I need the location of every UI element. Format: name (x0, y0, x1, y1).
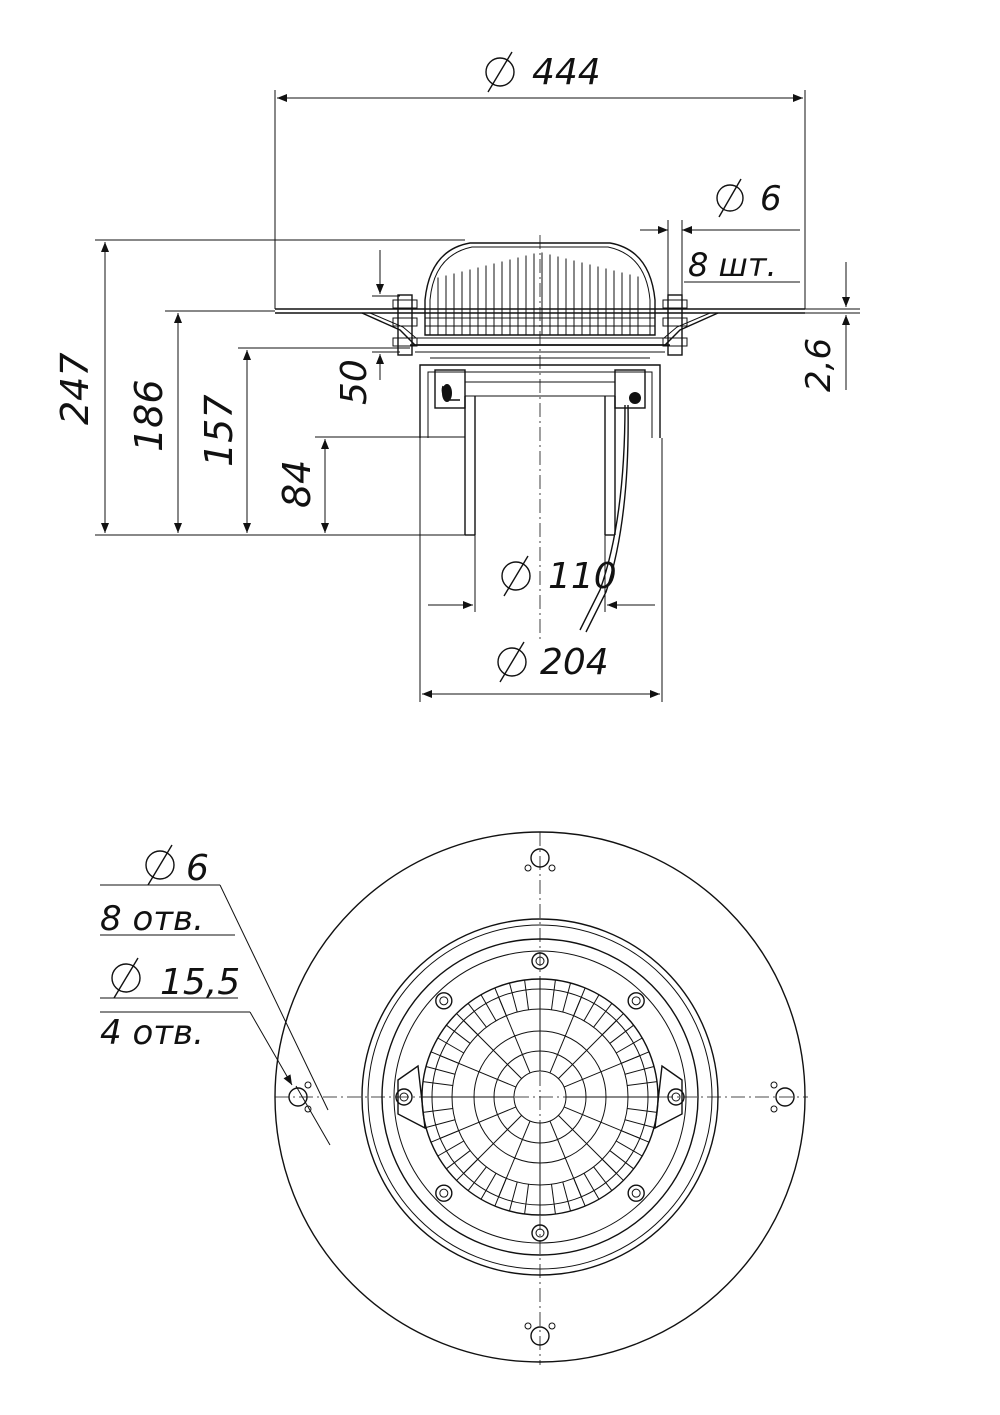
dim-186: 186 (127, 310, 275, 533)
plan-bolt (531, 952, 549, 970)
dim-bolt-hole-top-label: 6 (760, 179, 782, 219)
diameter-symbol (716, 178, 744, 218)
diameter-symbol (145, 844, 175, 886)
diameter-symbol (111, 957, 141, 999)
plan-bolt (627, 992, 645, 1010)
drain-body (419, 364, 661, 438)
dim-bolt-hole-top: 6 8 шт. (640, 178, 800, 300)
dim-186-label: 186 (127, 379, 171, 452)
plan-flange-outer (274, 831, 806, 1363)
plan-bolt (667, 1088, 685, 1106)
dim-110-label: 110 (548, 556, 617, 597)
plan-large-hole-bottom (524, 1322, 556, 1346)
plan-large-hole-right (770, 1081, 795, 1113)
bolt-right (662, 294, 688, 356)
dim-204: 204 (419, 438, 663, 702)
dim-247: 247 (53, 239, 465, 536)
dim-157-label: 157 (197, 394, 241, 467)
dim-2-6: 2,6 (799, 262, 860, 392)
dim-110: 110 (428, 535, 655, 612)
plan-small-hole-count-label: 8 отв. (100, 899, 204, 939)
plan-large-hole-top (524, 848, 556, 872)
diameter-symbol (485, 51, 515, 93)
heating-cable (579, 404, 629, 633)
leader-small-holes: 6 8 отв. (100, 844, 329, 1111)
plan-bolt (627, 1184, 645, 1202)
plan-bolt (435, 992, 453, 1010)
dim-247-label: 247 (53, 352, 97, 425)
diameter-symbol (497, 641, 527, 683)
outlet-pipe (464, 396, 616, 536)
dim-204-label: 204 (540, 642, 609, 683)
dim-444-label: 444 (532, 52, 601, 93)
dim-444: 444 (274, 51, 806, 309)
plan-small-hole-diameter-label: 6 (186, 848, 209, 889)
dim-157: 157 (197, 347, 410, 533)
plan-view: 6 8 отв. 15,5 4 отв. (100, 831, 808, 1365)
plan-bolt (435, 1184, 453, 1202)
dome-grate (424, 242, 656, 336)
dim-2-6-label: 2,6 (799, 338, 839, 392)
dim-bolt-count-top-label: 8 шт. (688, 246, 777, 284)
plan-large-hole-count-label: 4 отв. (100, 1013, 204, 1053)
plan-bolts (395, 952, 685, 1242)
diameter-symbol (501, 555, 531, 597)
dim-50: 50 (334, 250, 400, 405)
bolt-left (392, 294, 418, 356)
plan-bolt (531, 1224, 549, 1242)
leader-large-holes: 15,5 4 отв. (100, 957, 331, 1146)
dim-84: 84 (275, 436, 465, 533)
plan-bolt (395, 1088, 413, 1106)
dim-50-label: 50 (334, 359, 375, 405)
plan-grate-cells (422, 979, 658, 1215)
plan-clamp-ring-inner (381, 938, 699, 1256)
dim-84-label: 84 (275, 460, 319, 508)
plan-clamp-ring-outer (361, 918, 719, 1276)
section-view: 444 6 8 шт. 2,6 (53, 51, 860, 702)
plan-large-hole-diameter-label: 15,5 (160, 962, 240, 1003)
